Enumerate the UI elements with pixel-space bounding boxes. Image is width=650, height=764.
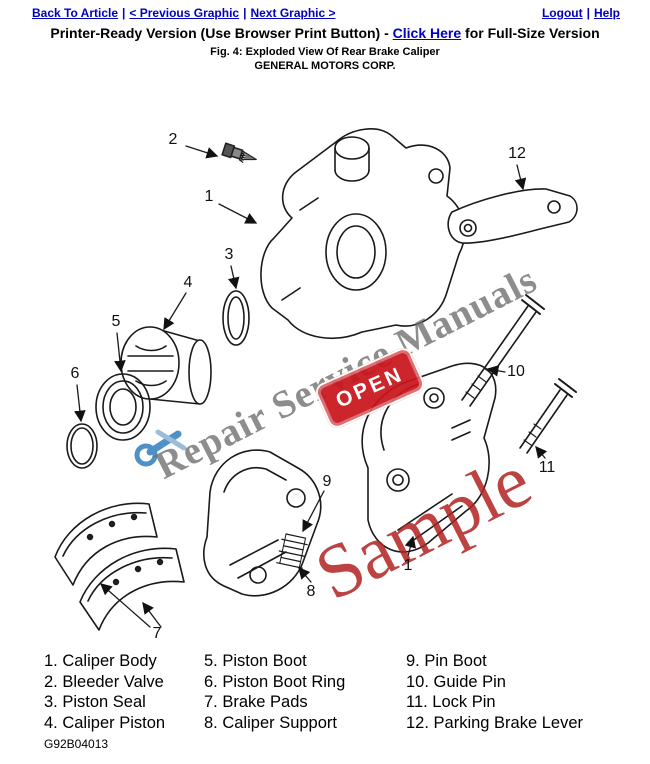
legend-item: 10. Guide Pin bbox=[406, 672, 506, 691]
piston-boot-drawing bbox=[95, 373, 151, 441]
top-nav-right: Logout|Help bbox=[540, 6, 622, 20]
leader-lines bbox=[74, 145, 548, 628]
legend-item: 8. Caliper Support bbox=[204, 713, 337, 732]
figure-id: G92B04013 bbox=[44, 737, 109, 751]
top-nav-left: Back To Article|< Previous Graphic|Next … bbox=[30, 6, 338, 20]
lock-pin-drawing bbox=[519, 378, 577, 454]
part-callout-6: 6 bbox=[70, 365, 80, 382]
page-title: Printer-Ready Version (Use Browser Print… bbox=[0, 25, 650, 41]
part-callout-7: 7 bbox=[152, 625, 162, 642]
part-callout-10: 10 bbox=[507, 363, 525, 380]
part-callout-8: 8 bbox=[306, 583, 316, 600]
caliper-piston-drawing bbox=[120, 326, 212, 405]
legend-column-1: 1. Caliper Body 2. Bleeder Valve 3. Piston… bbox=[44, 651, 204, 733]
parts-legend: 1. Caliper Body 2. Bleeder Valve 3. Piston… bbox=[44, 651, 610, 733]
caliper-body-drawing bbox=[260, 128, 466, 339]
part-callout-4: 4 bbox=[183, 274, 193, 291]
title-prefix: Printer-Ready Version (Use Browser Print… bbox=[50, 25, 393, 41]
click-here-link[interactable]: Click Here bbox=[392, 25, 462, 41]
legend-item: 9. Pin Boot bbox=[406, 652, 487, 670]
part-callout-11: 11 bbox=[538, 459, 556, 476]
figure-caption: Fig. 4: Exploded View Of Rear Brake Cali… bbox=[210, 46, 440, 58]
legend-item: 5. Piston Boot bbox=[204, 652, 307, 670]
nav-separator: | bbox=[122, 6, 126, 20]
previous-graphic-link[interactable]: < Previous Graphic bbox=[129, 6, 240, 20]
legend-item: 2. Bleeder Valve bbox=[44, 672, 164, 691]
help-link[interactable]: Help bbox=[593, 6, 620, 20]
top-nav: Back To Article|< Previous Graphic|Next … bbox=[30, 6, 622, 20]
nav-separator: | bbox=[243, 6, 247, 20]
legend-item: 11. Lock Pin bbox=[406, 693, 496, 711]
nav-separator: | bbox=[586, 6, 590, 20]
legend-item: 6. Piston Boot Ring bbox=[204, 672, 346, 691]
legend-item: 7. Brake Pads bbox=[204, 693, 308, 711]
part-callout-1: 1 bbox=[204, 188, 214, 205]
legend-item: 12. Parking Brake Lever bbox=[406, 713, 584, 732]
part-callout-1: 1 bbox=[403, 557, 413, 574]
tools-logo-icon bbox=[134, 429, 187, 467]
part-callout-12: 12 bbox=[508, 145, 526, 162]
part-callout-9: 9 bbox=[322, 473, 332, 490]
company-name: GENERAL MOTORS CORP. bbox=[254, 60, 396, 72]
part-callout-3: 3 bbox=[224, 246, 234, 263]
guide-pin-drawing bbox=[461, 294, 545, 407]
back-to-article-link[interactable]: Back To Article bbox=[32, 6, 119, 20]
parking-brake-lever-drawing bbox=[447, 188, 578, 244]
logout-link[interactable]: Logout bbox=[541, 6, 583, 20]
legend-item: 1. Caliper Body bbox=[44, 652, 157, 670]
pin-boot-drawing bbox=[276, 533, 308, 569]
legend-item: 3. Piston Seal bbox=[44, 693, 146, 711]
legend-item: 4. Caliper Piston bbox=[44, 713, 166, 732]
brake-pads-drawing bbox=[54, 502, 185, 631]
part-callout-5: 5 bbox=[111, 313, 121, 330]
part-callout-2: 2 bbox=[168, 131, 178, 148]
legend-column-3: 9. Pin Boot 10. Guide Pin 11. Lock Pin 12. … bbox=[406, 651, 606, 733]
title-suffix: for Full-Size Version bbox=[461, 25, 600, 41]
piston-seal-drawing bbox=[222, 290, 250, 346]
legend-column-2: 5. Piston Boot 6. Piston Boot Ring 7. Brak… bbox=[204, 651, 406, 733]
piston-boot-ring-drawing bbox=[66, 423, 98, 469]
bleeder-valve-drawing bbox=[221, 142, 257, 163]
next-graphic-link[interactable]: Next Graphic > bbox=[250, 6, 336, 20]
